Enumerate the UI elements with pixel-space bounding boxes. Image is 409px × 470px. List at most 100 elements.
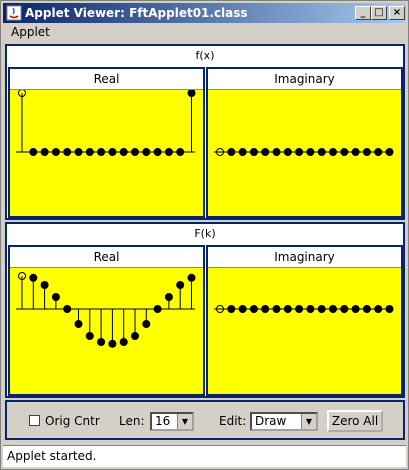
fx-real-point[interactable] bbox=[108, 148, 117, 156]
Fk-real-point[interactable] bbox=[119, 338, 128, 346]
Fk-title: F(k) bbox=[194, 227, 216, 240]
Fk-imag-point[interactable] bbox=[317, 305, 326, 313]
Fk-real-point[interactable] bbox=[131, 332, 139, 340]
fx-real-point[interactable] bbox=[187, 90, 196, 97]
orig-cntr-checkbox[interactable] bbox=[29, 415, 40, 426]
chevron-down-icon[interactable]: ▼ bbox=[301, 414, 316, 429]
fx-real-point[interactable] bbox=[74, 148, 83, 156]
menu-applet[interactable]: Applet bbox=[11, 25, 50, 39]
fx-imag-point[interactable] bbox=[249, 148, 258, 156]
fx-imag-point[interactable] bbox=[261, 148, 270, 156]
Fk-real-point[interactable] bbox=[63, 305, 72, 313]
fx-real-point[interactable] bbox=[176, 148, 185, 156]
fx-imag-point[interactable] bbox=[272, 148, 281, 156]
fx-real-point[interactable] bbox=[51, 148, 60, 156]
Fk-imag-chart bbox=[214, 305, 394, 313]
fx-title: f(x) bbox=[195, 49, 215, 62]
fx-imag-point[interactable] bbox=[216, 148, 224, 156]
fx-real-chart bbox=[16, 90, 196, 156]
fx-real-point[interactable] bbox=[40, 148, 49, 156]
Fk-real-point[interactable] bbox=[18, 272, 26, 280]
Fk-real-point[interactable] bbox=[74, 320, 83, 328]
fx-real-point[interactable] bbox=[153, 148, 162, 156]
fx-real-point[interactable] bbox=[63, 148, 72, 156]
edit-value: Draw bbox=[255, 414, 287, 428]
Fk-real-point[interactable] bbox=[85, 332, 94, 340]
fx-real-point[interactable] bbox=[164, 148, 173, 156]
Fk-imag-point[interactable] bbox=[283, 305, 292, 313]
fx-imag-point[interactable] bbox=[385, 148, 394, 156]
Fk-panel: F(k) Real Imaginary bbox=[5, 222, 405, 398]
minimize-button[interactable]: _ bbox=[355, 6, 371, 20]
Fk-imag-point[interactable] bbox=[272, 305, 281, 313]
Fk-imag-point[interactable] bbox=[261, 305, 270, 313]
Fk-imag-point[interactable] bbox=[374, 305, 383, 313]
fx-imag-point[interactable] bbox=[374, 148, 383, 156]
fx-panel: f(x) Real Imaginary bbox=[5, 44, 405, 220]
minimize-icon: _ bbox=[360, 7, 366, 18]
Fk-real-point[interactable] bbox=[142, 320, 151, 328]
Fk-imag-point[interactable] bbox=[385, 305, 394, 313]
Fk-real-point[interactable] bbox=[176, 281, 185, 289]
fx-real-label: Real bbox=[10, 69, 203, 90]
maximize-icon: □ bbox=[374, 7, 384, 18]
controls-bar: Orig Cntr Len: 16 ▼ Edit: Draw ▼ Zero Al… bbox=[5, 400, 405, 440]
Fk-real-point[interactable] bbox=[187, 273, 196, 282]
fx-imag-point[interactable] bbox=[329, 148, 337, 156]
fx-imag-point[interactable] bbox=[351, 148, 360, 156]
fx-real-point[interactable] bbox=[29, 148, 38, 156]
Fk-real-point[interactable] bbox=[153, 305, 162, 313]
fx-imag-point[interactable] bbox=[227, 148, 236, 156]
fx-imag-point[interactable] bbox=[362, 148, 371, 156]
Fk-real-point[interactable] bbox=[164, 293, 173, 301]
fx-real-point[interactable] bbox=[142, 148, 151, 156]
fx-imag-plot[interactable]: Imaginary bbox=[206, 67, 403, 218]
Fk-real-point[interactable] bbox=[108, 339, 117, 348]
edit-select[interactable]: Draw ▼ bbox=[250, 412, 318, 431]
len-label: Len: bbox=[119, 414, 145, 428]
fx-real-point[interactable] bbox=[131, 148, 139, 156]
menu-bar: Applet bbox=[3, 24, 406, 41]
edit-label: Edit: bbox=[219, 414, 247, 428]
Fk-real-point[interactable] bbox=[51, 293, 60, 301]
fx-real-point[interactable] bbox=[97, 148, 106, 156]
Fk-imag-plot[interactable]: Imaginary bbox=[206, 245, 403, 396]
fx-real-plot[interactable]: Real bbox=[8, 67, 205, 218]
fx-imag-point[interactable] bbox=[317, 148, 326, 156]
title-bar[interactable]: Applet Viewer: FftApplet01.class _ □ × bbox=[3, 3, 406, 23]
fx-imag-point[interactable] bbox=[340, 148, 349, 156]
fx-imag-point[interactable] bbox=[238, 148, 247, 156]
orig-cntr-label: Orig Cntr bbox=[45, 414, 100, 428]
fx-imag-point[interactable] bbox=[283, 148, 292, 156]
fx-imag-label: Imaginary bbox=[208, 69, 401, 90]
Fk-real-label: Real bbox=[10, 247, 203, 268]
Fk-real-point[interactable] bbox=[29, 273, 38, 282]
Fk-imag-point[interactable] bbox=[238, 305, 247, 313]
len-value: 16 bbox=[155, 414, 171, 428]
fx-imag-point[interactable] bbox=[306, 148, 315, 156]
Fk-imag-point[interactable] bbox=[351, 305, 360, 313]
Fk-imag-point[interactable] bbox=[249, 305, 258, 313]
Fk-real-point[interactable] bbox=[97, 338, 106, 346]
Fk-imag-point[interactable] bbox=[295, 305, 304, 313]
fx-real-point[interactable] bbox=[85, 148, 94, 156]
fx-real-point[interactable] bbox=[18, 90, 26, 97]
len-select[interactable]: 16 ▼ bbox=[150, 412, 194, 431]
close-icon: × bbox=[392, 7, 402, 18]
Fk-real-plot[interactable]: Real bbox=[8, 245, 205, 396]
Fk-imag-point[interactable] bbox=[216, 305, 224, 313]
Fk-imag-point[interactable] bbox=[227, 305, 236, 313]
chevron-down-icon[interactable]: ▼ bbox=[177, 414, 192, 429]
Fk-imag-point[interactable] bbox=[340, 305, 349, 313]
Fk-real-point[interactable] bbox=[40, 281, 49, 289]
fx-real-point[interactable] bbox=[119, 148, 128, 156]
fx-imag-chart bbox=[214, 148, 394, 156]
fx-imag-point[interactable] bbox=[295, 148, 304, 156]
zero-all-button[interactable]: Zero All bbox=[327, 410, 383, 432]
Fk-imag-point[interactable] bbox=[329, 305, 337, 313]
Fk-imag-point[interactable] bbox=[362, 305, 371, 313]
maximize-button[interactable]: □ bbox=[371, 6, 387, 20]
Fk-imag-point[interactable] bbox=[306, 305, 315, 313]
close-button[interactable]: × bbox=[389, 6, 405, 20]
